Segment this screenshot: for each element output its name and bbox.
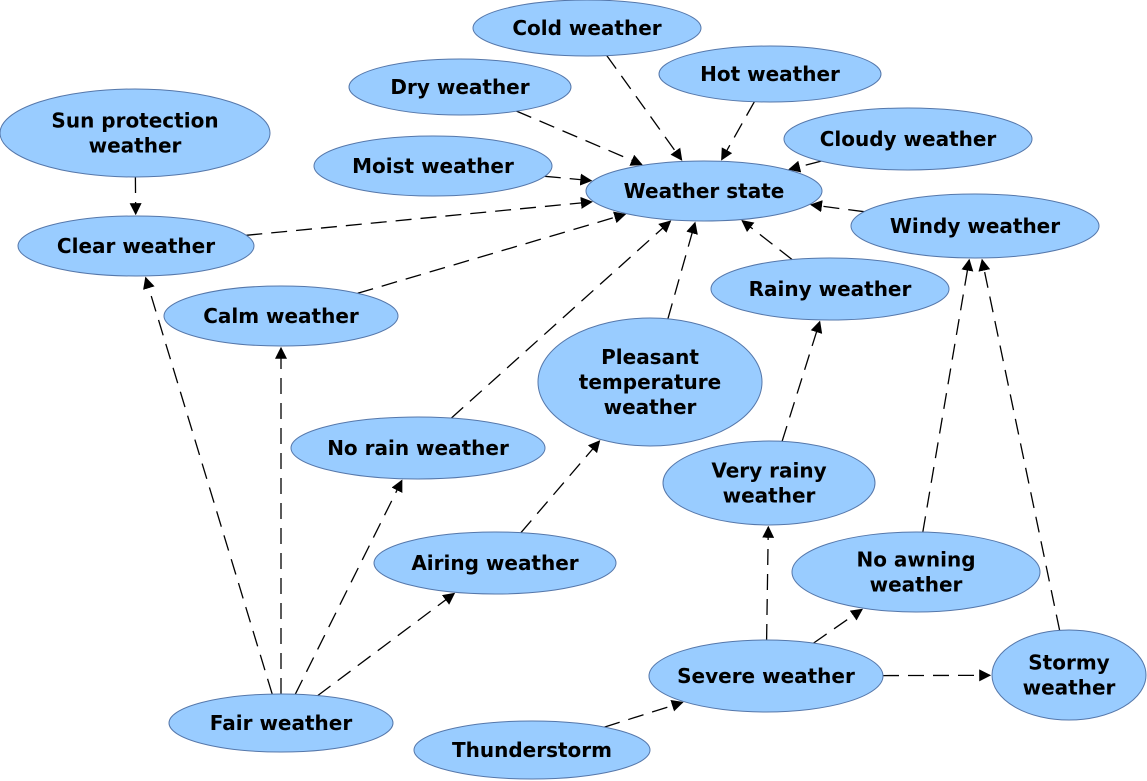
edge-fair-weather-to-clear-weather bbox=[143, 276, 273, 695]
edge-very-rainy-weather-to-rainy-weather bbox=[781, 320, 823, 442]
node-label-sun-protection-weather-line-1: Sun protection bbox=[51, 109, 218, 133]
node-ellipse-no-awning-weather bbox=[791, 531, 1041, 613]
node-ellipse-airing-weather bbox=[373, 531, 617, 595]
node-ellipse-windy-weather bbox=[850, 193, 1100, 259]
node-ellipse-very-rainy-weather bbox=[662, 440, 876, 526]
node-label-pleasant-temperature-weather-line-3: weather bbox=[604, 395, 697, 419]
edge-rainy-weather-to-weather-state bbox=[741, 219, 793, 261]
node-label-dry-weather: Dry weather bbox=[390, 75, 529, 99]
node-label-severe-weather: Severe weather bbox=[677, 664, 855, 688]
node-ellipse-sun-protection-weather bbox=[0, 88, 271, 178]
node-label-hot-weather: Hot weather bbox=[700, 62, 840, 86]
node-cloudy-weather: Cloudy weather bbox=[783, 107, 1033, 171]
edges-layer bbox=[129, 55, 1061, 728]
node-ellipse-clear-weather bbox=[17, 215, 255, 277]
node-moist-weather: Moist weather bbox=[313, 135, 553, 197]
edge-fair-weather-to-airing-weather bbox=[317, 592, 456, 697]
node-label-weather-state: Weather state bbox=[624, 179, 785, 203]
node-label-rainy-weather: Rainy weather bbox=[749, 277, 912, 301]
node-thunderstorm: Thunderstorm bbox=[413, 720, 651, 780]
edge-calm-weather-to-weather-state bbox=[357, 211, 627, 294]
node-label-no-rain-weather: No rain weather bbox=[327, 436, 509, 460]
node-label-very-rainy-weather-line-1: Very rainy bbox=[711, 459, 826, 483]
node-ellipse-calm-weather bbox=[163, 285, 399, 347]
node-no-rain-weather: No rain weather bbox=[290, 416, 546, 480]
node-label-stormy-weather-line-1: Stormy bbox=[1028, 651, 1109, 675]
node-label-no-awning-weather-line-1: No awning bbox=[856, 548, 975, 572]
node-dry-weather: Dry weather bbox=[348, 58, 572, 116]
edge-moist-weather-to-weather-state bbox=[544, 173, 593, 186]
node-airing-weather: Airing weather bbox=[373, 531, 617, 595]
node-label-stormy-weather-line-2: weather bbox=[1023, 676, 1116, 700]
node-label-calm-weather: Calm weather bbox=[203, 304, 359, 328]
node-hot-weather: Hot weather bbox=[658, 45, 882, 103]
node-ellipse-severe-weather bbox=[648, 639, 884, 713]
node-ellipse-thunderstorm bbox=[413, 720, 651, 780]
node-label-moist-weather: Moist weather bbox=[352, 154, 514, 178]
node-fair-weather: Fair weather bbox=[168, 693, 394, 753]
node-label-cloudy-weather: Cloudy weather bbox=[820, 127, 997, 151]
edge-airing-weather-to-pleasant-temperature-weather bbox=[520, 440, 601, 534]
node-label-windy-weather: Windy weather bbox=[890, 214, 1060, 238]
edge-cloudy-weather-to-weather-state bbox=[788, 160, 822, 173]
node-ellipse-fair-weather bbox=[168, 693, 394, 753]
node-ellipse-dry-weather bbox=[348, 58, 572, 116]
node-label-cold-weather: Cold weather bbox=[512, 16, 661, 40]
node-label-clear-weather: Clear weather bbox=[57, 234, 215, 258]
node-label-very-rainy-weather-line-2: weather bbox=[723, 484, 816, 508]
node-cold-weather: Cold weather bbox=[472, 0, 702, 57]
node-ellipse-cold-weather bbox=[472, 0, 702, 57]
node-ellipse-cloudy-weather bbox=[783, 107, 1033, 171]
node-label-fair-weather: Fair weather bbox=[210, 711, 353, 735]
node-rainy-weather: Rainy weather bbox=[710, 257, 950, 321]
node-label-airing-weather: Airing weather bbox=[411, 551, 578, 575]
node-label-pleasant-temperature-weather-line-2: temperature bbox=[579, 370, 721, 394]
node-weather-state: Weather state bbox=[585, 160, 823, 222]
node-clear-weather: Clear weather bbox=[17, 215, 255, 277]
node-ellipse-weather-state bbox=[585, 160, 823, 222]
edge-clear-weather-to-weather-state bbox=[246, 196, 593, 236]
edge-pleasant-temperature-weather-to-weather-state bbox=[667, 221, 698, 319]
node-label-no-awning-weather-line-2: weather bbox=[870, 573, 963, 597]
node-ellipse-no-rain-weather bbox=[290, 416, 546, 480]
edge-hot-weather-to-weather-state bbox=[721, 101, 755, 161]
edge-fair-weather-to-no-rain-weather bbox=[294, 479, 403, 695]
edge-severe-weather-to-no-awning-weather bbox=[813, 608, 863, 644]
node-windy-weather: Windy weather bbox=[850, 193, 1100, 259]
node-calm-weather: Calm weather bbox=[163, 285, 399, 347]
node-label-sun-protection-weather-line-2: weather bbox=[89, 134, 182, 158]
edge-severe-weather-to-very-rainy-weather bbox=[762, 525, 775, 641]
node-ellipse-rainy-weather bbox=[710, 257, 950, 321]
node-ellipse-pleasant-temperature-weather bbox=[537, 317, 763, 447]
edge-windy-weather-to-weather-state bbox=[810, 200, 865, 213]
edge-thunderstorm-to-severe-weather bbox=[604, 699, 684, 728]
node-label-thunderstorm: Thunderstorm bbox=[452, 738, 612, 762]
node-ellipse-stormy-weather bbox=[991, 629, 1147, 721]
node-ellipse-hot-weather bbox=[658, 45, 882, 103]
edge-stormy-weather-to-windy-weather bbox=[978, 258, 1061, 631]
edge-dry-weather-to-weather-state bbox=[516, 110, 643, 166]
node-label-pleasant-temperature-weather-line-1: Pleasant bbox=[601, 345, 699, 369]
edge-cold-weather-to-weather-state bbox=[606, 55, 683, 161]
node-severe-weather: Severe weather bbox=[648, 639, 884, 713]
edge-no-awning-weather-to-windy-weather bbox=[922, 258, 974, 533]
node-ellipse-moist-weather bbox=[313, 135, 553, 197]
